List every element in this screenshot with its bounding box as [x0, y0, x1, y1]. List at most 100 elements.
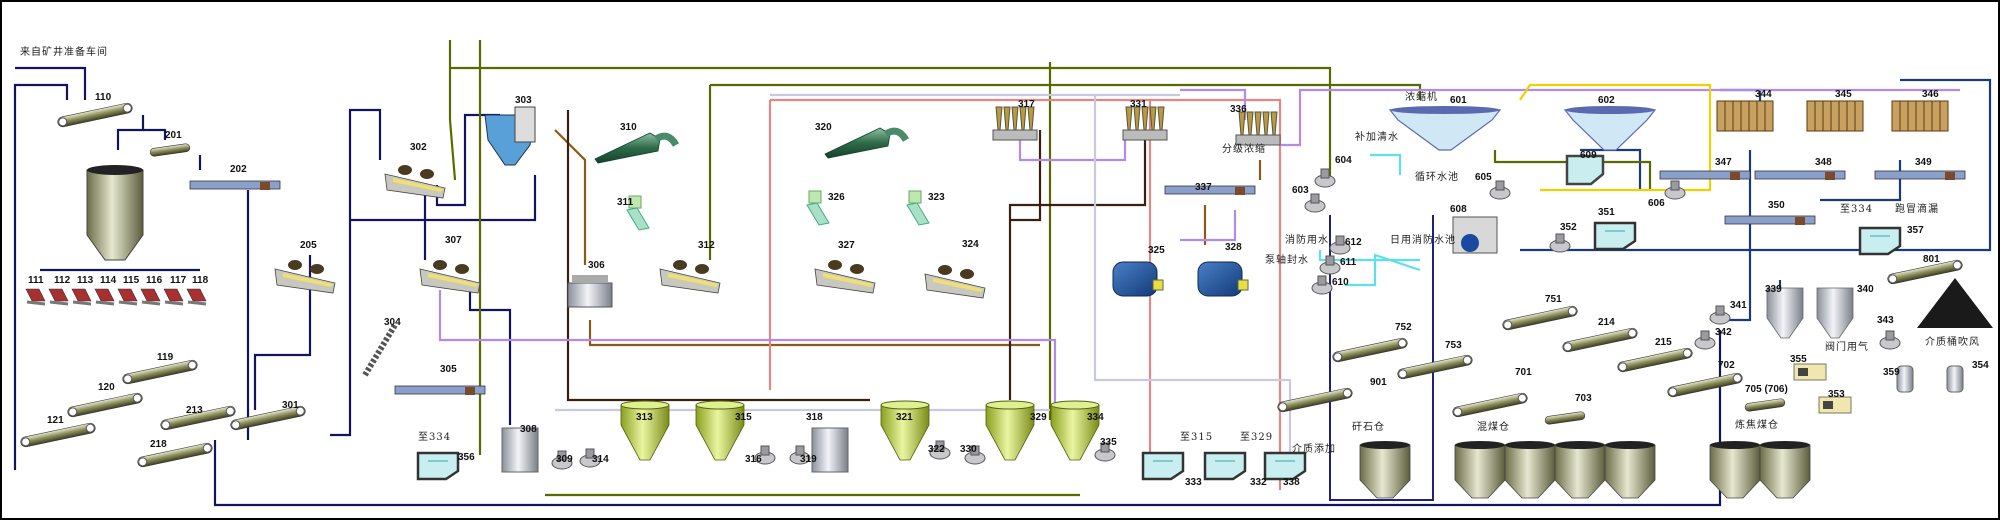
equipment-354[interactable] [1946, 365, 1964, 393]
equipment-118[interactable] [186, 288, 207, 306]
equipment-312[interactable] [659, 260, 721, 294]
equipment-601[interactable] [1388, 106, 1502, 151]
equipment-315[interactable] [695, 400, 745, 461]
equipment-351[interactable] [1593, 221, 1637, 251]
equipment-605[interactable] [1489, 180, 1511, 200]
equipment-114[interactable] [94, 288, 115, 306]
equipment-610[interactable] [1311, 275, 1333, 295]
equipment-608[interactable] [1452, 216, 1498, 254]
equipment-116[interactable] [140, 288, 161, 306]
equipment-121[interactable] [20, 422, 96, 448]
equipment-346[interactable] [1891, 100, 1949, 132]
equipment-753[interactable] [1397, 354, 1473, 380]
equipment-336[interactable] [1235, 111, 1281, 146]
equipment-342[interactable] [1694, 330, 1716, 350]
equipment-215[interactable] [1617, 347, 1693, 373]
equipment-359[interactable] [1896, 365, 1914, 393]
equipment-201[interactable] [149, 143, 191, 157]
equipment-801[interactable] [1887, 259, 1963, 285]
equipment-751[interactable] [1502, 305, 1578, 331]
equipment-337[interactable] [1164, 185, 1256, 195]
equipment-357[interactable] [1858, 226, 1902, 256]
equipment-314[interactable] [579, 448, 601, 468]
equipment-752[interactable] [1332, 337, 1408, 363]
equipment-701[interactable] [1452, 392, 1528, 418]
equipment-label: 114 [100, 275, 117, 286]
pump-icon [1489, 180, 1511, 200]
equipment-306[interactable] [567, 275, 613, 308]
equipment-324[interactable] [924, 265, 986, 299]
equipment-309[interactable] [551, 450, 573, 470]
equipment-703[interactable] [1544, 411, 1586, 425]
equipment-120[interactable] [67, 392, 143, 418]
equipment-213[interactable] [160, 405, 236, 431]
equipment-340[interactable] [1816, 287, 1854, 339]
equipment-612[interactable] [1329, 235, 1351, 255]
equipment-345[interactable] [1806, 100, 1864, 132]
equipment-338[interactable] [1263, 451, 1307, 481]
equipment-343[interactable] [1879, 330, 1901, 350]
equipment-329[interactable] [985, 400, 1035, 461]
equipment-112[interactable] [48, 288, 69, 306]
equipment-326[interactable] [806, 190, 830, 226]
equipment-205[interactable] [274, 260, 336, 294]
equipment-113[interactable] [71, 288, 92, 306]
equipment-111[interactable] [25, 288, 46, 306]
equipment-333[interactable] [1141, 451, 1185, 481]
equipment-303[interactable] [484, 106, 536, 166]
equipment-321[interactable] [880, 400, 930, 461]
equipment-202[interactable] [189, 180, 281, 190]
equipment-313[interactable] [620, 400, 670, 461]
equipment-322[interactable] [929, 440, 951, 460]
equipment-348[interactable] [1754, 170, 1846, 180]
equipment-611[interactable] [1319, 255, 1341, 275]
equipment-349[interactable] [1874, 170, 1966, 180]
equipment-609[interactable] [1565, 154, 1605, 186]
equipment-341[interactable] [1709, 305, 1731, 325]
equipment-604[interactable] [1314, 168, 1336, 188]
equipment-344[interactable] [1716, 100, 1774, 132]
screen-icon [274, 260, 336, 294]
equipment-304[interactable] [362, 323, 398, 377]
equipment-310[interactable] [594, 132, 680, 164]
equipment-702[interactable] [1667, 372, 1743, 398]
equipment-311[interactable] [626, 195, 650, 231]
equipment-308[interactable] [501, 427, 539, 473]
equipment-318[interactable] [811, 427, 849, 473]
equipment-316[interactable] [754, 445, 776, 465]
equipment-606[interactable] [1664, 180, 1686, 200]
equipment-334[interactable] [1050, 400, 1100, 461]
equipment-603[interactable] [1304, 193, 1326, 213]
equipment-319[interactable] [789, 445, 811, 465]
equipment-602[interactable] [1563, 106, 1657, 151]
equipment-331[interactable] [1122, 106, 1168, 141]
equipment-317[interactable] [992, 106, 1038, 141]
equipment-323[interactable] [906, 190, 930, 226]
equipment-355[interactable] [1793, 363, 1827, 381]
equipment-305[interactable] [394, 385, 486, 395]
equipment-218[interactable] [137, 442, 213, 468]
equipment-302[interactable] [384, 165, 446, 199]
equipment-115[interactable] [117, 288, 138, 306]
equipment-325[interactable] [1112, 261, 1164, 297]
equipment-117[interactable] [163, 288, 184, 306]
equipment-327[interactable] [814, 260, 876, 294]
equipment-330[interactable] [964, 445, 986, 465]
equipment-328[interactable] [1197, 261, 1249, 297]
equipment-301[interactable] [230, 405, 306, 431]
equipment-350[interactable] [1724, 215, 1816, 225]
equipment-335[interactable] [1094, 442, 1116, 462]
equipment-119[interactable] [122, 359, 198, 385]
equipment-307[interactable] [419, 260, 481, 294]
equipment-352[interactable] [1549, 233, 1571, 253]
equipment-356[interactable] [416, 451, 460, 481]
equipment-347[interactable] [1659, 170, 1751, 180]
equipment-332[interactable] [1203, 451, 1247, 481]
equipment-320[interactable] [824, 127, 910, 159]
equipment-110[interactable] [57, 102, 133, 128]
equipment-339[interactable] [1766, 287, 1804, 339]
equipment-214[interactable] [1562, 327, 1638, 353]
equipment-353[interactable] [1818, 396, 1852, 414]
equipment-705[interactable] [1744, 398, 1786, 412]
equipment-901[interactable] [1277, 387, 1353, 413]
